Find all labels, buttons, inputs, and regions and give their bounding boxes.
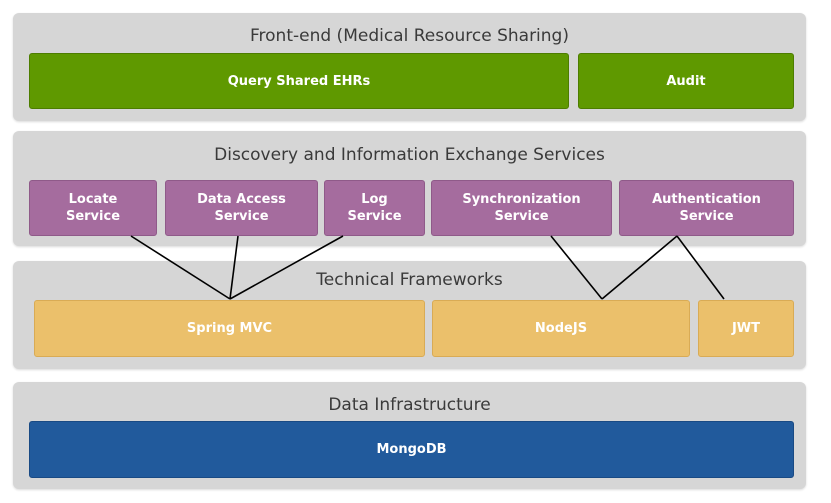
services-layer-title: Discovery and Information Exchange Servi…	[214, 145, 605, 165]
audit-box: Audit	[578, 53, 794, 109]
mongodb-box: MongoDB	[29, 421, 794, 478]
spring-mvc-box: Spring MVC	[34, 300, 425, 357]
locate-service-box: Locate Service	[29, 180, 157, 236]
query-shared-ehrs-box: Query Shared EHRs	[29, 53, 569, 109]
frameworks-layer-title: Technical Frameworks	[316, 270, 503, 290]
authentication-service-box: Authentication Service	[619, 180, 794, 236]
data-layer-title: Data Infrastructure	[328, 395, 491, 415]
synchronization-service-box: Synchronization Service	[431, 180, 612, 236]
data-access-service-box: Data Access Service	[165, 180, 318, 236]
nodejs-box: NodeJS	[432, 300, 690, 357]
log-service-box: Log Service	[324, 180, 425, 236]
frontend-layer-title: Front-end (Medical Resource Sharing)	[250, 26, 569, 46]
jwt-box: JWT	[698, 300, 794, 357]
